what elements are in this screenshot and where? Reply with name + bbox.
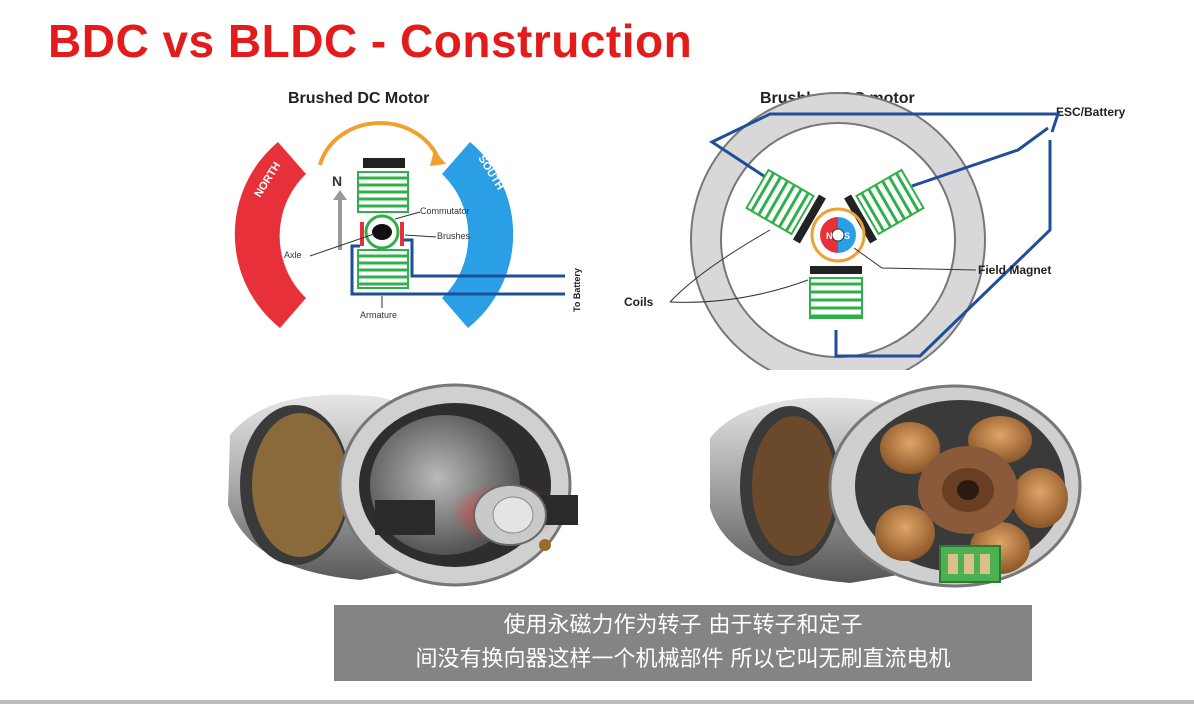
- subtitle-line-2: 间没有换向器这样一个机械部件 所以它叫无刷直流电机: [415, 647, 951, 672]
- axle: [372, 224, 392, 240]
- north-magnet: [234, 142, 306, 328]
- brush-left: [360, 222, 364, 246]
- south-magnet: [442, 142, 514, 328]
- wire-phase-c: [834, 140, 1052, 358]
- rotation-arrowhead: [430, 150, 446, 166]
- brushless-motor-photo: [700, 378, 1100, 598]
- brushes-label: Brushes: [437, 231, 471, 241]
- brushless-dc-diagram: Brushless DC motor ESC/Battery: [620, 80, 1180, 370]
- rotor-ring: [810, 207, 866, 263]
- stator-coil-left: [745, 168, 826, 244]
- esc-battery-label: ESC/Battery: [1056, 105, 1126, 119]
- brushed-heading: Brushed DC Motor: [288, 90, 429, 107]
- commutator-label: Commutator: [420, 206, 470, 216]
- axle-label: Axle: [284, 250, 302, 260]
- wire-phase-a: [708, 112, 1061, 182]
- wire-phase-b: [911, 126, 1049, 188]
- field-magnet-label: Field Magnet: [978, 263, 1051, 277]
- stator-ring: [691, 93, 985, 370]
- subtitle-caption: 使用永磁力作为转子 由于转子和定子 间没有换向器这样一个机械部件 所以它叫无刷直…: [334, 605, 1032, 681]
- armature-coil-top: [357, 171, 409, 213]
- rotor-north: [820, 217, 838, 253]
- rotor-south: [838, 217, 856, 253]
- armature-label: Armature: [360, 310, 397, 320]
- stator-coil-right: [844, 168, 925, 244]
- stator-coil-bottom: [809, 266, 863, 319]
- wire-positive: [404, 238, 565, 278]
- bottom-divider: [0, 700, 1194, 704]
- subtitle-line-1: 使用永磁力作为转子 由于转子和定子: [503, 613, 863, 638]
- slide-title: BDC vs BLDC - Construction: [48, 15, 693, 67]
- wire-negative: [350, 244, 565, 296]
- coils-label: Coils: [624, 295, 654, 309]
- n-label: N: [332, 173, 342, 189]
- rotor-n-label: N: [826, 231, 833, 241]
- rotation-arrow: [318, 121, 440, 166]
- top-pole: [363, 158, 405, 168]
- field-arrowhead: [333, 190, 347, 200]
- armature-coil-bottom: [357, 249, 409, 289]
- brush-right: [400, 222, 404, 246]
- brushed-dc-diagram: Brushed DC Motor NORTH SOUTH N: [220, 80, 600, 330]
- brushed-motor-photo: [210, 375, 590, 595]
- to-battery-label: To Battery: [572, 268, 582, 312]
- rotor-s-label: S: [844, 231, 850, 241]
- brush-holder-left: [375, 500, 435, 535]
